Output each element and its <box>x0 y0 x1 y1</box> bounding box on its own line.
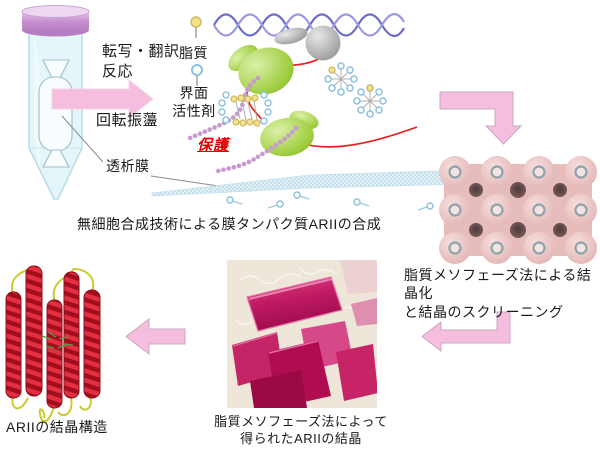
flow-arrow-crystallization <box>439 91 523 145</box>
caption-synthesis: 無細胞合成技術による膜タンパク質ARIIの合成 <box>77 216 382 232</box>
label-surfactant: 界面 活性剤 <box>172 85 216 120</box>
test-tube <box>21 5 253 200</box>
label-rotary-shaking: 回転振蘯 <box>96 112 159 129</box>
flow-arrow-crystals <box>421 311 511 353</box>
label-protection: 保護 <box>197 137 230 154</box>
label-transcription-translation: 転写・翻訳 反応 <box>102 43 180 80</box>
free-surfactants <box>226 191 434 211</box>
peptide-chains <box>187 75 299 174</box>
protein-structure <box>5 265 101 423</box>
label-lipid: 脂質 <box>179 45 208 61</box>
synthesis-scene <box>151 13 469 211</box>
ligand-sticks <box>41 331 74 349</box>
caption-crystals: 脂質メソフェーズ法によって 得られたARIIの結晶 <box>214 414 388 447</box>
ribosome-1 <box>228 44 294 95</box>
crystal-photo <box>227 260 377 408</box>
mesophase-structure <box>439 156 597 264</box>
leader-line-bag <box>61 115 104 163</box>
dna-helix <box>213 13 405 37</box>
flow-arrow-structure <box>125 317 186 356</box>
caption-crystallization: 脂質メソフェーズ法による結晶化 と結晶のスクリーニング <box>404 267 592 320</box>
caption-structure: ARIIの結晶構造 <box>6 419 108 435</box>
label-dialysis-membrane: 透析膜 <box>106 158 150 174</box>
lipid-disc <box>218 91 272 127</box>
polymerase-icon <box>305 25 341 61</box>
flow-arrow-synthesis <box>51 78 154 120</box>
micelle-1 <box>324 62 358 96</box>
lipid-icon <box>190 16 202 38</box>
polymerase-small <box>274 27 308 45</box>
micelle-2 <box>353 84 387 118</box>
surfactant-icon <box>191 64 203 86</box>
